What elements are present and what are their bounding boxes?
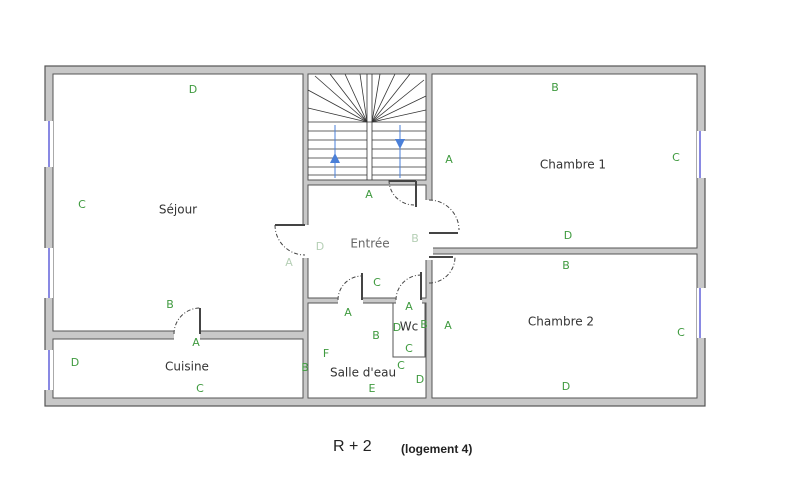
wall-letter: B: [166, 298, 174, 311]
room-sejour: [52, 73, 304, 332]
room-chambre1: [431, 73, 698, 249]
wall-letter: C: [405, 342, 413, 355]
wall-letter: A: [444, 319, 452, 332]
wall-letter: B: [562, 259, 570, 272]
arrow-down-icon: [395, 139, 405, 149]
wall-letter: A: [344, 306, 352, 319]
room-entree: [307, 184, 427, 299]
staircase: [307, 73, 427, 180]
level-caption: R + 2: [333, 438, 372, 455]
wall-letter: D: [416, 373, 424, 386]
room-chambre2: [431, 253, 698, 399]
wall-letter: D: [316, 240, 324, 253]
wall-letter: B: [420, 318, 428, 331]
unit-caption: (logement 4): [401, 442, 473, 456]
wall-letter: A: [192, 336, 200, 349]
wall-letter: C: [373, 276, 381, 289]
wall-letter: A: [445, 153, 453, 166]
room-label-chambre2: Chambre 2: [528, 315, 594, 329]
wall-letters: D C B A D C B A D A B C A B F C D E A D …: [71, 81, 685, 395]
wall-letter: C: [397, 359, 405, 372]
room-label-cuisine: Cuisine: [165, 360, 209, 374]
wall-letter: A: [365, 188, 373, 201]
wall-letter: B: [551, 81, 559, 94]
arrow-up-icon: [330, 153, 340, 163]
wall-letter: D: [189, 83, 197, 96]
wall-letter: C: [677, 326, 685, 339]
room-label-entree: Entrée: [350, 237, 389, 251]
wall-letter: D: [393, 321, 401, 334]
wall-letter: C: [196, 382, 204, 395]
windows: [44, 121, 706, 390]
wall-letter: B: [411, 232, 419, 245]
wall-letter: C: [672, 151, 680, 164]
wall-letter: E: [369, 382, 376, 395]
room-wc: [392, 302, 426, 358]
wall-letter: D: [562, 380, 570, 393]
room-label-sejour: Séjour: [159, 203, 197, 217]
room-label-wc: Wc: [400, 320, 418, 334]
room-label-chambre1: Chambre 1: [540, 158, 606, 172]
wall-letter: B: [301, 361, 309, 374]
wall-letter: F: [323, 347, 329, 360]
wall-letter: B: [372, 329, 380, 342]
wall-letter: D: [564, 229, 572, 242]
wall-letter: C: [78, 198, 86, 211]
room-label-salle-deau: Salle d'eau: [330, 366, 396, 380]
wall-letter: A: [405, 300, 413, 313]
wall-letter: D: [71, 356, 79, 369]
wall-letter: A: [285, 256, 293, 269]
stair-arrows: [330, 125, 405, 178]
doors: [173, 179, 460, 335]
